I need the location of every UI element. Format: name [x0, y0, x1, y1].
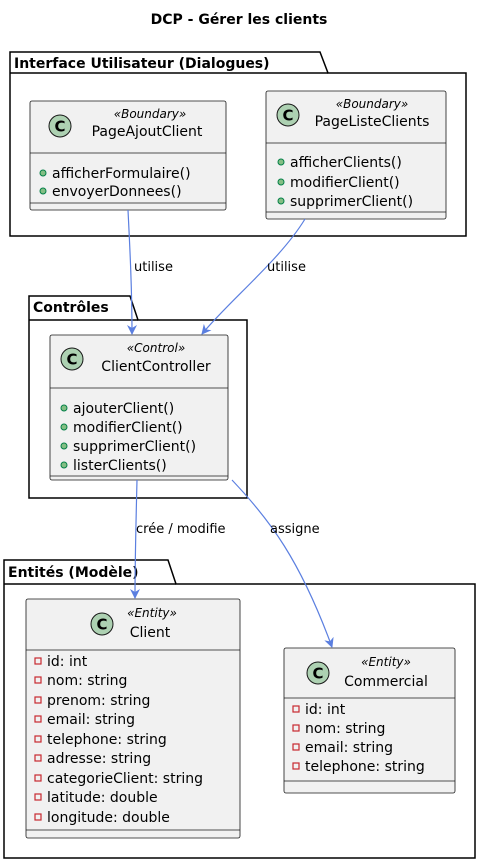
attribute-item: adresse: string: [47, 751, 151, 767]
method-item: supprimerClient(): [73, 439, 196, 455]
class-name: PageAjoutClient: [92, 124, 203, 140]
stereotype-label: «Entity»: [127, 606, 177, 620]
private-field-icon: [34, 735, 42, 743]
public-method-icon: [60, 461, 68, 469]
private-field-icon: [292, 743, 300, 751]
relation-ajout-to-controller: utilise: [126, 209, 173, 335]
attribute-item: nom: string: [47, 673, 127, 689]
private-field-icon: [34, 676, 42, 684]
method-item: ajouterClient(): [73, 401, 174, 417]
public-method-icon: [277, 178, 285, 186]
method-item: modifierClient(): [290, 175, 400, 191]
method-item: afficherClients(): [290, 155, 402, 171]
svg-text:C: C: [54, 118, 65, 136]
package-ui-label: Interface Utilisateur (Dialogues): [14, 56, 270, 72]
attribute-item: categorieClient: string: [47, 771, 203, 787]
stereotype-label: «Entity»: [361, 655, 411, 669]
private-field-icon: [34, 813, 42, 821]
class-name: ClientController: [101, 359, 211, 375]
attribute-item: telephone: string: [305, 759, 425, 775]
relation-label: utilise: [267, 260, 306, 275]
private-field-icon: [34, 793, 42, 801]
svg-text:C: C: [282, 107, 293, 125]
class-c-icon: C: [48, 114, 72, 138]
relation-label: utilise: [134, 260, 173, 275]
class-client-controller[interactable]: C «Control» ClientController ajouterClie…: [49, 334, 229, 481]
class-name: Client: [130, 625, 171, 641]
method-item: afficherFormulaire(): [52, 166, 191, 182]
package-controls-label: Contrôles: [33, 300, 109, 316]
relation-controller-to-commercial: assigne: [231, 479, 334, 648]
private-field-icon: [292, 705, 300, 713]
public-method-icon: [60, 442, 68, 450]
private-field-icon: [292, 724, 300, 732]
class-c-icon: C: [276, 103, 300, 127]
public-method-icon: [60, 404, 68, 412]
class-c-icon: C: [60, 347, 84, 371]
relation-label: crée / modifie: [136, 522, 226, 537]
private-field-icon: [34, 715, 42, 723]
public-method-icon: [39, 169, 47, 177]
class-commercial[interactable]: C «Entity» Commercial id: int nom: strin…: [283, 647, 456, 794]
relation-liste-to-controller: utilise: [201, 218, 306, 335]
private-field-icon: [34, 774, 42, 782]
method-item: supprimerClient(): [290, 194, 413, 210]
class-name: Commercial: [344, 674, 428, 690]
private-field-icon: [292, 762, 300, 770]
class-c-icon: C: [306, 661, 330, 685]
diagram-title: DCP - Gérer les clients: [151, 12, 328, 28]
class-page-liste-clients[interactable]: C «Boundary» PageListeClients afficherCl…: [265, 90, 447, 220]
relation-controller-to-client: crée / modifie: [130, 479, 226, 599]
svg-text:C: C: [96, 616, 107, 634]
class-c-icon: C: [90, 612, 114, 636]
class-page-ajout-client[interactable]: C «Boundary» PageAjoutClient afficherFor…: [29, 100, 227, 211]
private-field-icon: [34, 754, 42, 762]
class-name: PageListeClients: [315, 114, 430, 130]
class-client[interactable]: C «Entity» Client id: int nom: string pr…: [25, 598, 241, 839]
public-method-icon: [277, 197, 285, 205]
attribute-item: id: int: [305, 702, 346, 718]
attribute-item: telephone: string: [47, 732, 167, 748]
relation-label: assigne: [270, 522, 320, 537]
attribute-item: latitude: double: [47, 790, 158, 806]
stereotype-label: «Boundary»: [114, 107, 187, 121]
package-entities-label: Entités (Modèle): [8, 565, 139, 581]
attribute-item: email: string: [305, 740, 393, 756]
public-method-icon: [60, 423, 68, 431]
attribute-item: nom: string: [305, 721, 385, 737]
method-item: envoyerDonnees(): [52, 184, 182, 200]
svg-text:C: C: [66, 351, 77, 369]
stereotype-label: «Boundary»: [336, 97, 409, 111]
private-field-icon: [34, 696, 42, 704]
attribute-item: prenom: string: [47, 693, 150, 709]
public-method-icon: [39, 187, 47, 195]
attribute-item: email: string: [47, 712, 135, 728]
svg-text:C: C: [312, 665, 323, 683]
stereotype-label: «Control»: [127, 341, 185, 355]
method-item: listerClients(): [73, 458, 167, 474]
attribute-item: longitude: double: [47, 810, 170, 826]
private-field-icon: [34, 657, 42, 665]
attribute-item: id: int: [47, 654, 88, 670]
public-method-icon: [277, 158, 285, 166]
method-item: modifierClient(): [73, 420, 183, 436]
